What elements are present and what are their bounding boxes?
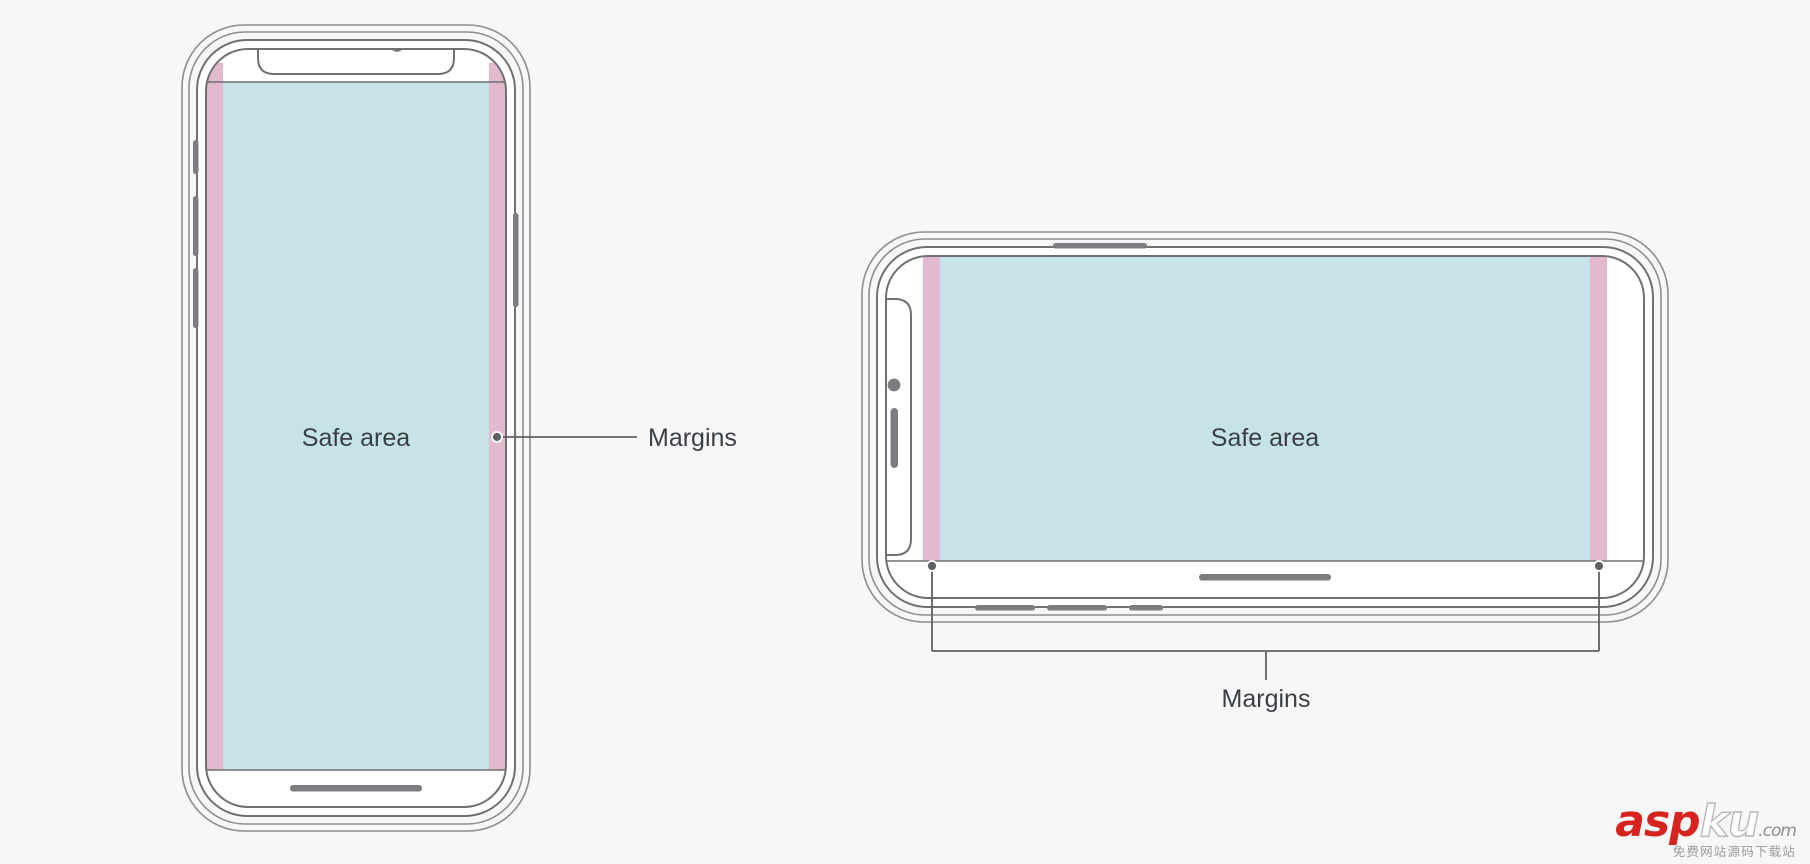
landscape-safe-area-label: Safe area <box>1211 424 1320 452</box>
volume-up-button-icon <box>193 196 199 256</box>
volume-down-button-icon <box>975 605 1035 611</box>
portrait-right-buttons <box>513 213 519 307</box>
landscape-top-buttons <box>1053 243 1147 249</box>
portrait-left-margin-stripe <box>206 49 223 807</box>
portrait-right-margin-stripe <box>489 49 506 807</box>
landscape-margins-label: Margins <box>1222 685 1311 713</box>
landscape-margins-callout: Margins <box>926 560 1605 713</box>
watermark-brand-tld: .com <box>1758 820 1797 841</box>
portrait-home-indicator-bar <box>290 785 422 792</box>
landscape-margins-anchor-dot-left <box>926 560 938 572</box>
portrait-notch <box>257 49 455 75</box>
portrait-margins-anchor-dot <box>491 431 503 443</box>
landscape-phone <box>861 231 1669 623</box>
portrait-safe-area <box>223 82 489 770</box>
silent-switch-icon <box>193 140 199 174</box>
portrait-margins-label: Margins <box>648 424 737 452</box>
silent-switch-icon <box>1129 605 1163 611</box>
landscape-screen-outline <box>885 255 1645 599</box>
speaker-slot-icon <box>890 408 898 468</box>
watermark-brand: aspku.com <box>1615 798 1797 843</box>
watermark-tagline: 免费网站源码下载站 <box>1672 843 1796 859</box>
watermark-brand-ku: ku <box>1699 795 1760 847</box>
portrait-safe-area-label: Safe area <box>302 424 411 452</box>
landscape-bottom-buttons <box>975 605 1163 611</box>
landscape-left-margin-stripe <box>923 256 940 598</box>
front-camera-dot-icon <box>887 378 901 392</box>
volume-down-button-icon <box>193 268 199 328</box>
landscape-notch <box>886 298 912 556</box>
volume-up-button-icon <box>1047 605 1107 611</box>
portrait-left-buttons <box>193 140 199 328</box>
landscape-right-margin-stripe <box>1590 256 1607 598</box>
portrait-phone <box>181 24 531 832</box>
portrait-margins-callout: Margins <box>491 424 737 452</box>
landscape-margins-anchor-dot-right <box>1593 560 1605 572</box>
side-power-button-icon <box>1053 243 1147 249</box>
landscape-safe-area <box>940 256 1590 561</box>
portrait-screen-outline <box>205 48 507 808</box>
side-power-button-icon <box>513 213 519 307</box>
landscape-home-indicator-bar <box>1199 574 1331 581</box>
watermark: aspku.com 免费网站源码下载站 <box>1615 798 1797 859</box>
watermark-brand-asp: asp <box>1615 795 1700 847</box>
